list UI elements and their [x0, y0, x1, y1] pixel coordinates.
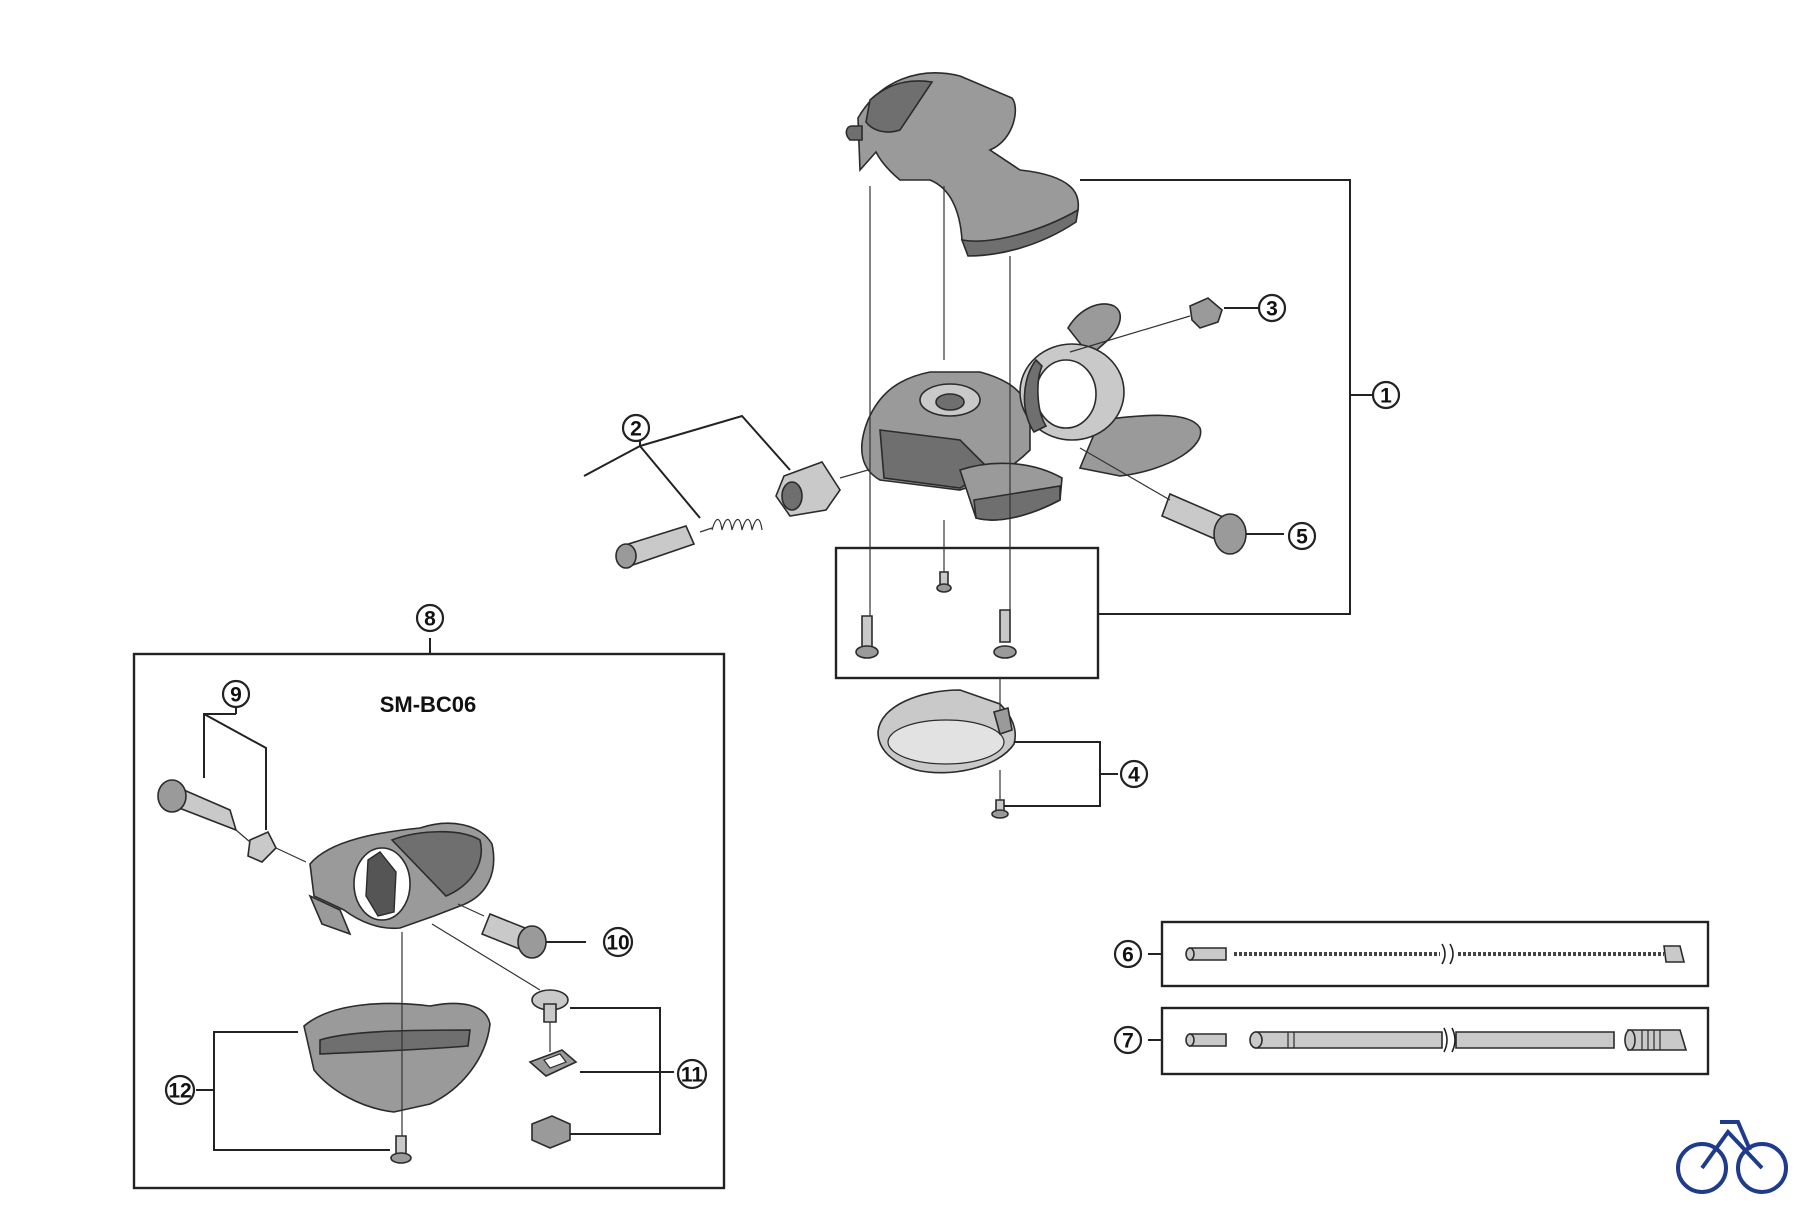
- callout-5-label: 5: [1296, 526, 1308, 549]
- callout-8-label: 8: [424, 608, 436, 631]
- barrel-adjuster-set: [615, 461, 841, 569]
- leader-lines-main: [583, 179, 1372, 807]
- callout-9: 9: [221, 679, 251, 709]
- bottom-cover: [877, 689, 1016, 774]
- callout-1: 1: [1371, 380, 1401, 410]
- callout-4-label: 4: [1128, 764, 1140, 787]
- callout-2: 2: [621, 413, 651, 443]
- screw-long-right: [993, 609, 1017, 659]
- callout-6: 6: [1113, 939, 1143, 969]
- outer-casing-box: [1148, 1006, 1710, 1076]
- square-nut: [531, 1115, 571, 1149]
- callout-11: 11: [676, 1058, 708, 1090]
- shift-lever-clamp: [1019, 303, 1202, 477]
- adjuster-nut: [775, 461, 841, 517]
- assembly-lines: [699, 186, 1191, 800]
- callout-10-label: 10: [606, 932, 629, 955]
- callout-9-label: 9: [230, 684, 242, 707]
- cap-screw: [1189, 297, 1223, 329]
- bottom-cover-screw: [991, 799, 1009, 819]
- callout-12-label: 12: [168, 1080, 191, 1103]
- bc06-bolt: [480, 912, 547, 959]
- callout-6-label: 6: [1122, 944, 1134, 967]
- sm-bc06-box: [132, 638, 726, 1190]
- callout-7-label: 7: [1122, 1030, 1134, 1053]
- adjuster-bolt: [615, 525, 696, 569]
- bc06-cover-screw: [390, 1135, 412, 1164]
- bc06-adjuster: [157, 779, 277, 863]
- clamp-bolt: [1160, 492, 1247, 555]
- outer-casing-tube: [1249, 1027, 1615, 1053]
- callout-3: 3: [1257, 293, 1287, 323]
- screw-long-left: [855, 615, 879, 659]
- inner-cable-head: [1663, 945, 1686, 963]
- callout-8: 8: [415, 603, 445, 633]
- adjuster-spring: [711, 518, 763, 531]
- bc06-fixing-parts: [528, 989, 578, 1149]
- screw-short: [936, 571, 952, 593]
- inner-cable-box: [1148, 920, 1710, 988]
- callout-12: 12: [164, 1074, 196, 1106]
- callout-10: 10: [602, 926, 634, 958]
- callout-2-label: 2: [630, 418, 642, 441]
- inner-cable-end-cap: [1185, 947, 1227, 961]
- model-label: SM-BC06: [380, 692, 477, 717]
- clip-plate: [528, 1049, 578, 1077]
- inner-cable-wire: [1234, 943, 1664, 965]
- casing-end-cap-small: [1185, 1033, 1227, 1047]
- bc06-leader-lines: [196, 706, 674, 1151]
- bc06-assembly-lines: [235, 829, 551, 1136]
- bicycle-icon: [1676, 1120, 1788, 1194]
- callout-5: 5: [1287, 521, 1317, 551]
- screw-set-box: [834, 546, 1100, 680]
- bc06-clamp-body: [308, 822, 495, 936]
- bc06-cover: [303, 1002, 491, 1113]
- shifter-main-body: [860, 371, 1063, 521]
- callout-1-label: 1: [1380, 385, 1392, 408]
- callout-4: 4: [1119, 759, 1149, 789]
- callout-3-label: 3: [1266, 298, 1278, 321]
- callout-7: 7: [1113, 1025, 1143, 1055]
- shifter-top-cover: [845, 72, 1080, 257]
- callout-11-label: 11: [681, 1064, 704, 1087]
- pan-head-bolt: [531, 989, 569, 1023]
- casing-ferrule: [1624, 1029, 1688, 1051]
